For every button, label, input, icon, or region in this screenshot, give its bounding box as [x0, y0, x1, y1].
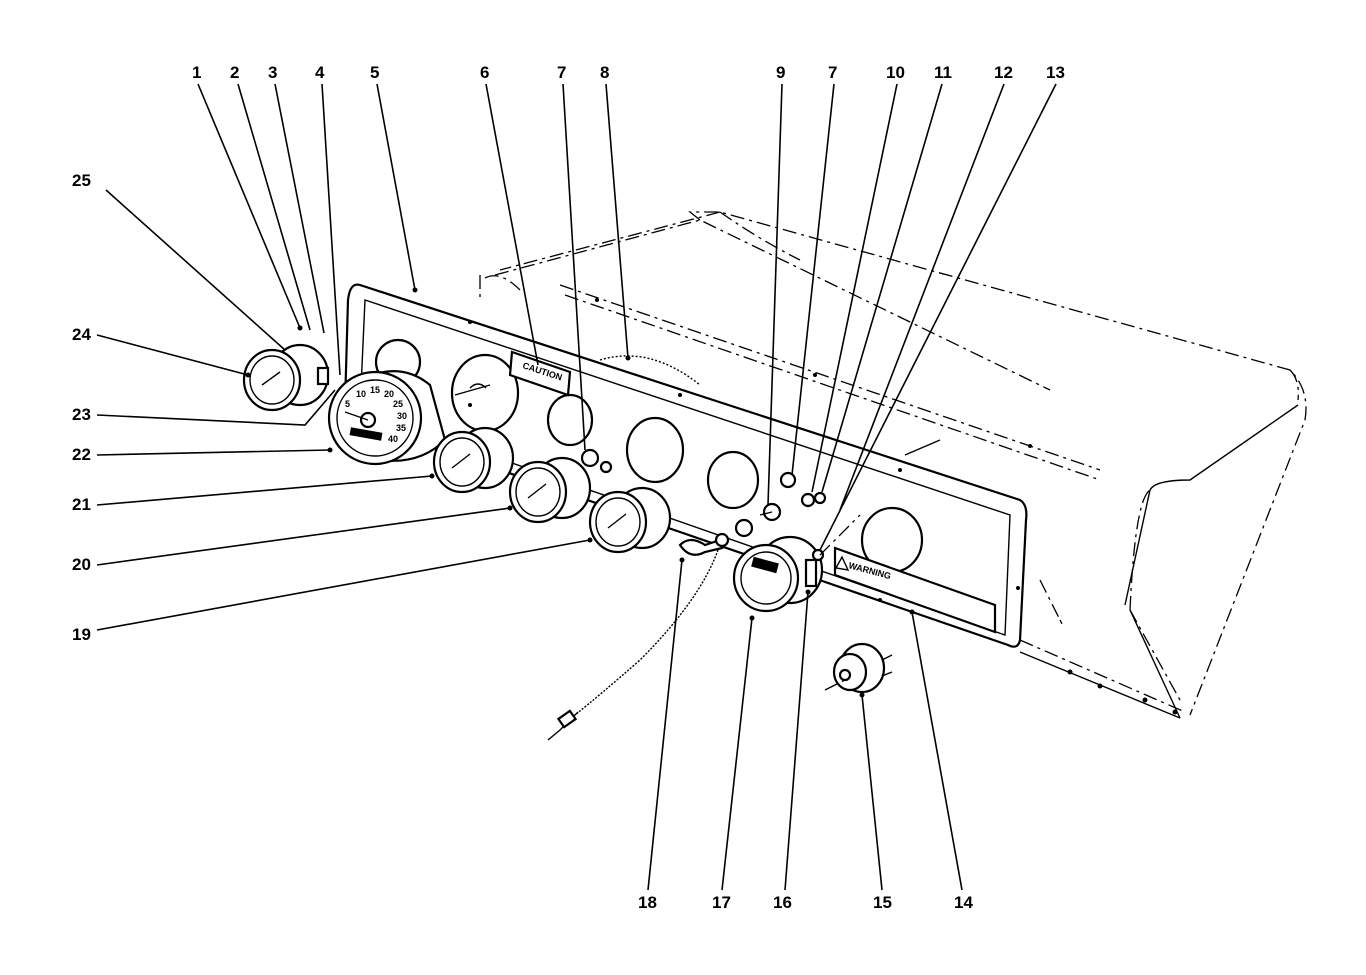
callout-25: 25: [72, 171, 91, 190]
gauge-20: [508, 456, 592, 524]
callout-24: 24: [72, 325, 91, 344]
speedometer-ticks: 5 10 15 20 25 30 35 40: [345, 385, 407, 444]
callout-7-right: 7: [828, 63, 837, 82]
callout-4: 4: [315, 63, 325, 82]
speedometer: 5 10 15 20 25 30 35 40: [327, 370, 491, 466]
hour-meter: [732, 535, 824, 613]
dash-housing: [479, 211, 1307, 719]
speed-tick: 20: [384, 389, 394, 399]
callout-19: 19: [72, 625, 91, 644]
gauge-21: [432, 426, 515, 494]
callout-22: 22: [72, 445, 91, 464]
callout-13: 13: [1046, 63, 1065, 82]
callout-18: 18: [638, 893, 657, 912]
face-plate: CAUTION WARNING: [343, 283, 1028, 648]
warning-label: WARNING: [833, 546, 997, 634]
buzzer: [824, 642, 893, 694]
speed-tick: 25: [393, 399, 403, 409]
warning-triangle-icon: [834, 555, 850, 571]
callout-10: 10: [886, 63, 905, 82]
speed-tick: 10: [356, 389, 366, 399]
callout-labels: 1 2 3 4 5 6 7 8 9 7 10 11 12 13 25 24 23…: [72, 63, 1065, 912]
callout-6: 6: [480, 63, 489, 82]
speed-tick: 40: [388, 434, 398, 444]
speed-tick: 35: [396, 423, 406, 433]
callout-17: 17: [712, 893, 731, 912]
gauge-small-left: [242, 343, 330, 412]
callout-20: 20: [72, 555, 91, 574]
gauge-19: [588, 486, 672, 554]
callout-2: 2: [230, 63, 239, 82]
caution-label: CAUTION: [508, 350, 572, 397]
callout-21: 21: [72, 495, 91, 514]
callout-5: 5: [370, 63, 379, 82]
callout-23: 23: [72, 405, 91, 424]
callout-7-left: 7: [557, 63, 566, 82]
callout-14: 14: [954, 893, 973, 912]
callout-9: 9: [776, 63, 785, 82]
ignition-key: [547, 518, 754, 741]
callout-1: 1: [192, 63, 201, 82]
speed-tick: 15: [370, 385, 380, 395]
speed-tick: 5: [345, 399, 350, 409]
callout-8: 8: [600, 63, 609, 82]
speed-tick: 30: [397, 411, 407, 421]
callout-12: 12: [994, 63, 1013, 82]
leader-lines: [96, 83, 1057, 891]
callout-15: 15: [873, 893, 892, 912]
switches-right: [580, 448, 861, 562]
callout-3: 3: [268, 63, 277, 82]
callout-16: 16: [773, 893, 792, 912]
callout-11: 11: [934, 63, 952, 82]
